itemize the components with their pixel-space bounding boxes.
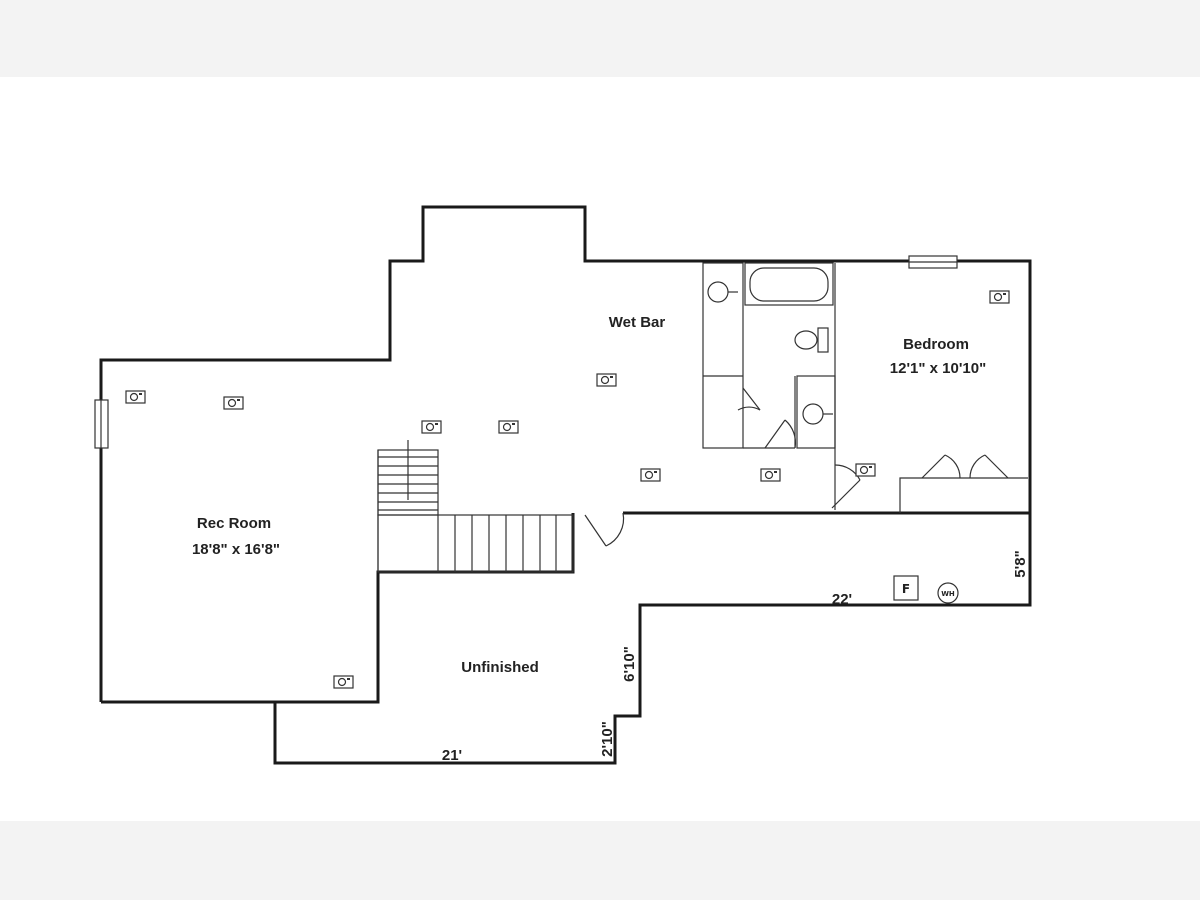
window-bedroom <box>908 255 958 269</box>
sink-vanity <box>802 403 833 425</box>
camera-icon <box>223 396 244 410</box>
camera-icon <box>596 373 617 387</box>
door-bedroom <box>831 464 861 510</box>
outer-wall-upper <box>99 205 1032 702</box>
room-label-bedroom: Bedroom <box>903 336 969 353</box>
dimension-right-side: 5'8" <box>1012 550 1029 577</box>
water-heater-symbol: WH <box>937 582 959 604</box>
water-heater-label: WH <box>941 590 955 598</box>
camera-icon <box>640 468 661 482</box>
camera-icon <box>989 290 1010 304</box>
page-background <box>0 77 1200 821</box>
toilet <box>794 327 829 353</box>
dimension-step-right: 22' <box>832 591 852 608</box>
door-stairs <box>584 512 625 547</box>
room-label-wet-bar: Wet Bar <box>609 314 666 331</box>
outer-wall-unfinished <box>273 513 1032 765</box>
window-rec-room <box>94 399 109 449</box>
sink-left <box>707 281 738 303</box>
bathroom-walls <box>702 262 836 465</box>
camera-icon <box>498 420 519 434</box>
dimension-left-jog: 2'10" <box>599 721 616 757</box>
staircase <box>377 440 574 573</box>
camera-icon <box>125 390 146 404</box>
dimension-mid-jog: 6'10" <box>621 646 638 682</box>
bathtub <box>744 262 834 306</box>
camera-icon <box>333 675 354 689</box>
room-size-rec-room: 18'8" x 16'8" <box>192 541 280 558</box>
door-bath <box>737 387 797 449</box>
room-label-unfinished: Unfinished <box>461 659 539 676</box>
furnace-letter: F <box>902 582 910 596</box>
dimension-bottom-width: 21' <box>442 747 462 764</box>
camera-icon <box>855 463 876 477</box>
room-label-rec-room: Rec Room <box>197 515 271 532</box>
room-size-bedroom: 12'1" x 10'10" <box>890 360 986 377</box>
camera-icon <box>421 420 442 434</box>
furnace-symbol: F <box>893 575 919 601</box>
camera-icon <box>760 468 781 482</box>
closet <box>899 454 1028 513</box>
